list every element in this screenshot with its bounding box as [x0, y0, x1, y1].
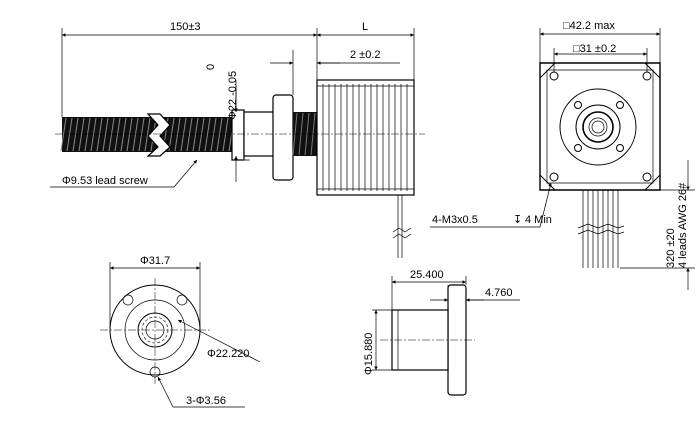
dim-size-max: □42.2 max	[563, 20, 615, 32]
nut-side-view: 25.400 4.760 Φ15.880	[363, 269, 520, 396]
depth-symbol: ↧	[513, 214, 522, 226]
motor-fins	[317, 84, 414, 191]
lead-wires	[577, 190, 625, 268]
leads-label: 4 leads AWG 26#	[677, 182, 689, 268]
nut-hole-1	[122, 294, 134, 306]
mount-holes-label: 4-M3x0.5	[432, 214, 478, 226]
dim-length-total: 150±3	[170, 21, 201, 33]
dim-nut-holes: 3-Φ3.56	[186, 395, 226, 407]
nut-flange	[272, 94, 294, 181]
dim-nut-body-dia: Φ15.880	[363, 333, 375, 375]
dim-dia22: Φ22 -0.05	[227, 71, 239, 120]
dim-nut-flange-width: 4.760	[485, 287, 513, 299]
nut-hole-2	[176, 294, 188, 306]
lead-screw-label: Φ9.53 lead screw	[62, 175, 148, 187]
dim-length-l: L	[362, 21, 368, 33]
side-view: 150±3 L 2 ±0.2 0 Φ22 -0.05 Φ9.53 lead sc…	[50, 21, 425, 258]
end-view: □42.2 max □31 ±0.2 4-M3x0.5 ↧ 4 Min 320 …	[430, 20, 695, 290]
break-symbol	[146, 113, 171, 157]
dim-nut-pcd: Φ22.220	[207, 348, 249, 360]
motor-body	[316, 79, 415, 196]
dim-lead-length: 320 ±20	[665, 228, 677, 268]
dim-flange-thickness: 2 ±0.2	[350, 49, 381, 61]
nut-flange-circle	[559, 88, 637, 166]
dim-dia22-upper: 0	[205, 64, 217, 70]
mount-hole-bl	[549, 172, 559, 182]
dim-bolt-pattern: □31 ±0.2	[573, 43, 616, 55]
mount-hole-br	[642, 172, 652, 182]
mount-depth-label: 4 Min	[525, 214, 552, 226]
nut-front-view: Φ31.7 Φ22.220 3-Φ3.56	[100, 255, 261, 408]
dim-nut-dia: Φ31.7	[140, 255, 170, 267]
dim-nut-length: 25.400	[410, 269, 444, 281]
